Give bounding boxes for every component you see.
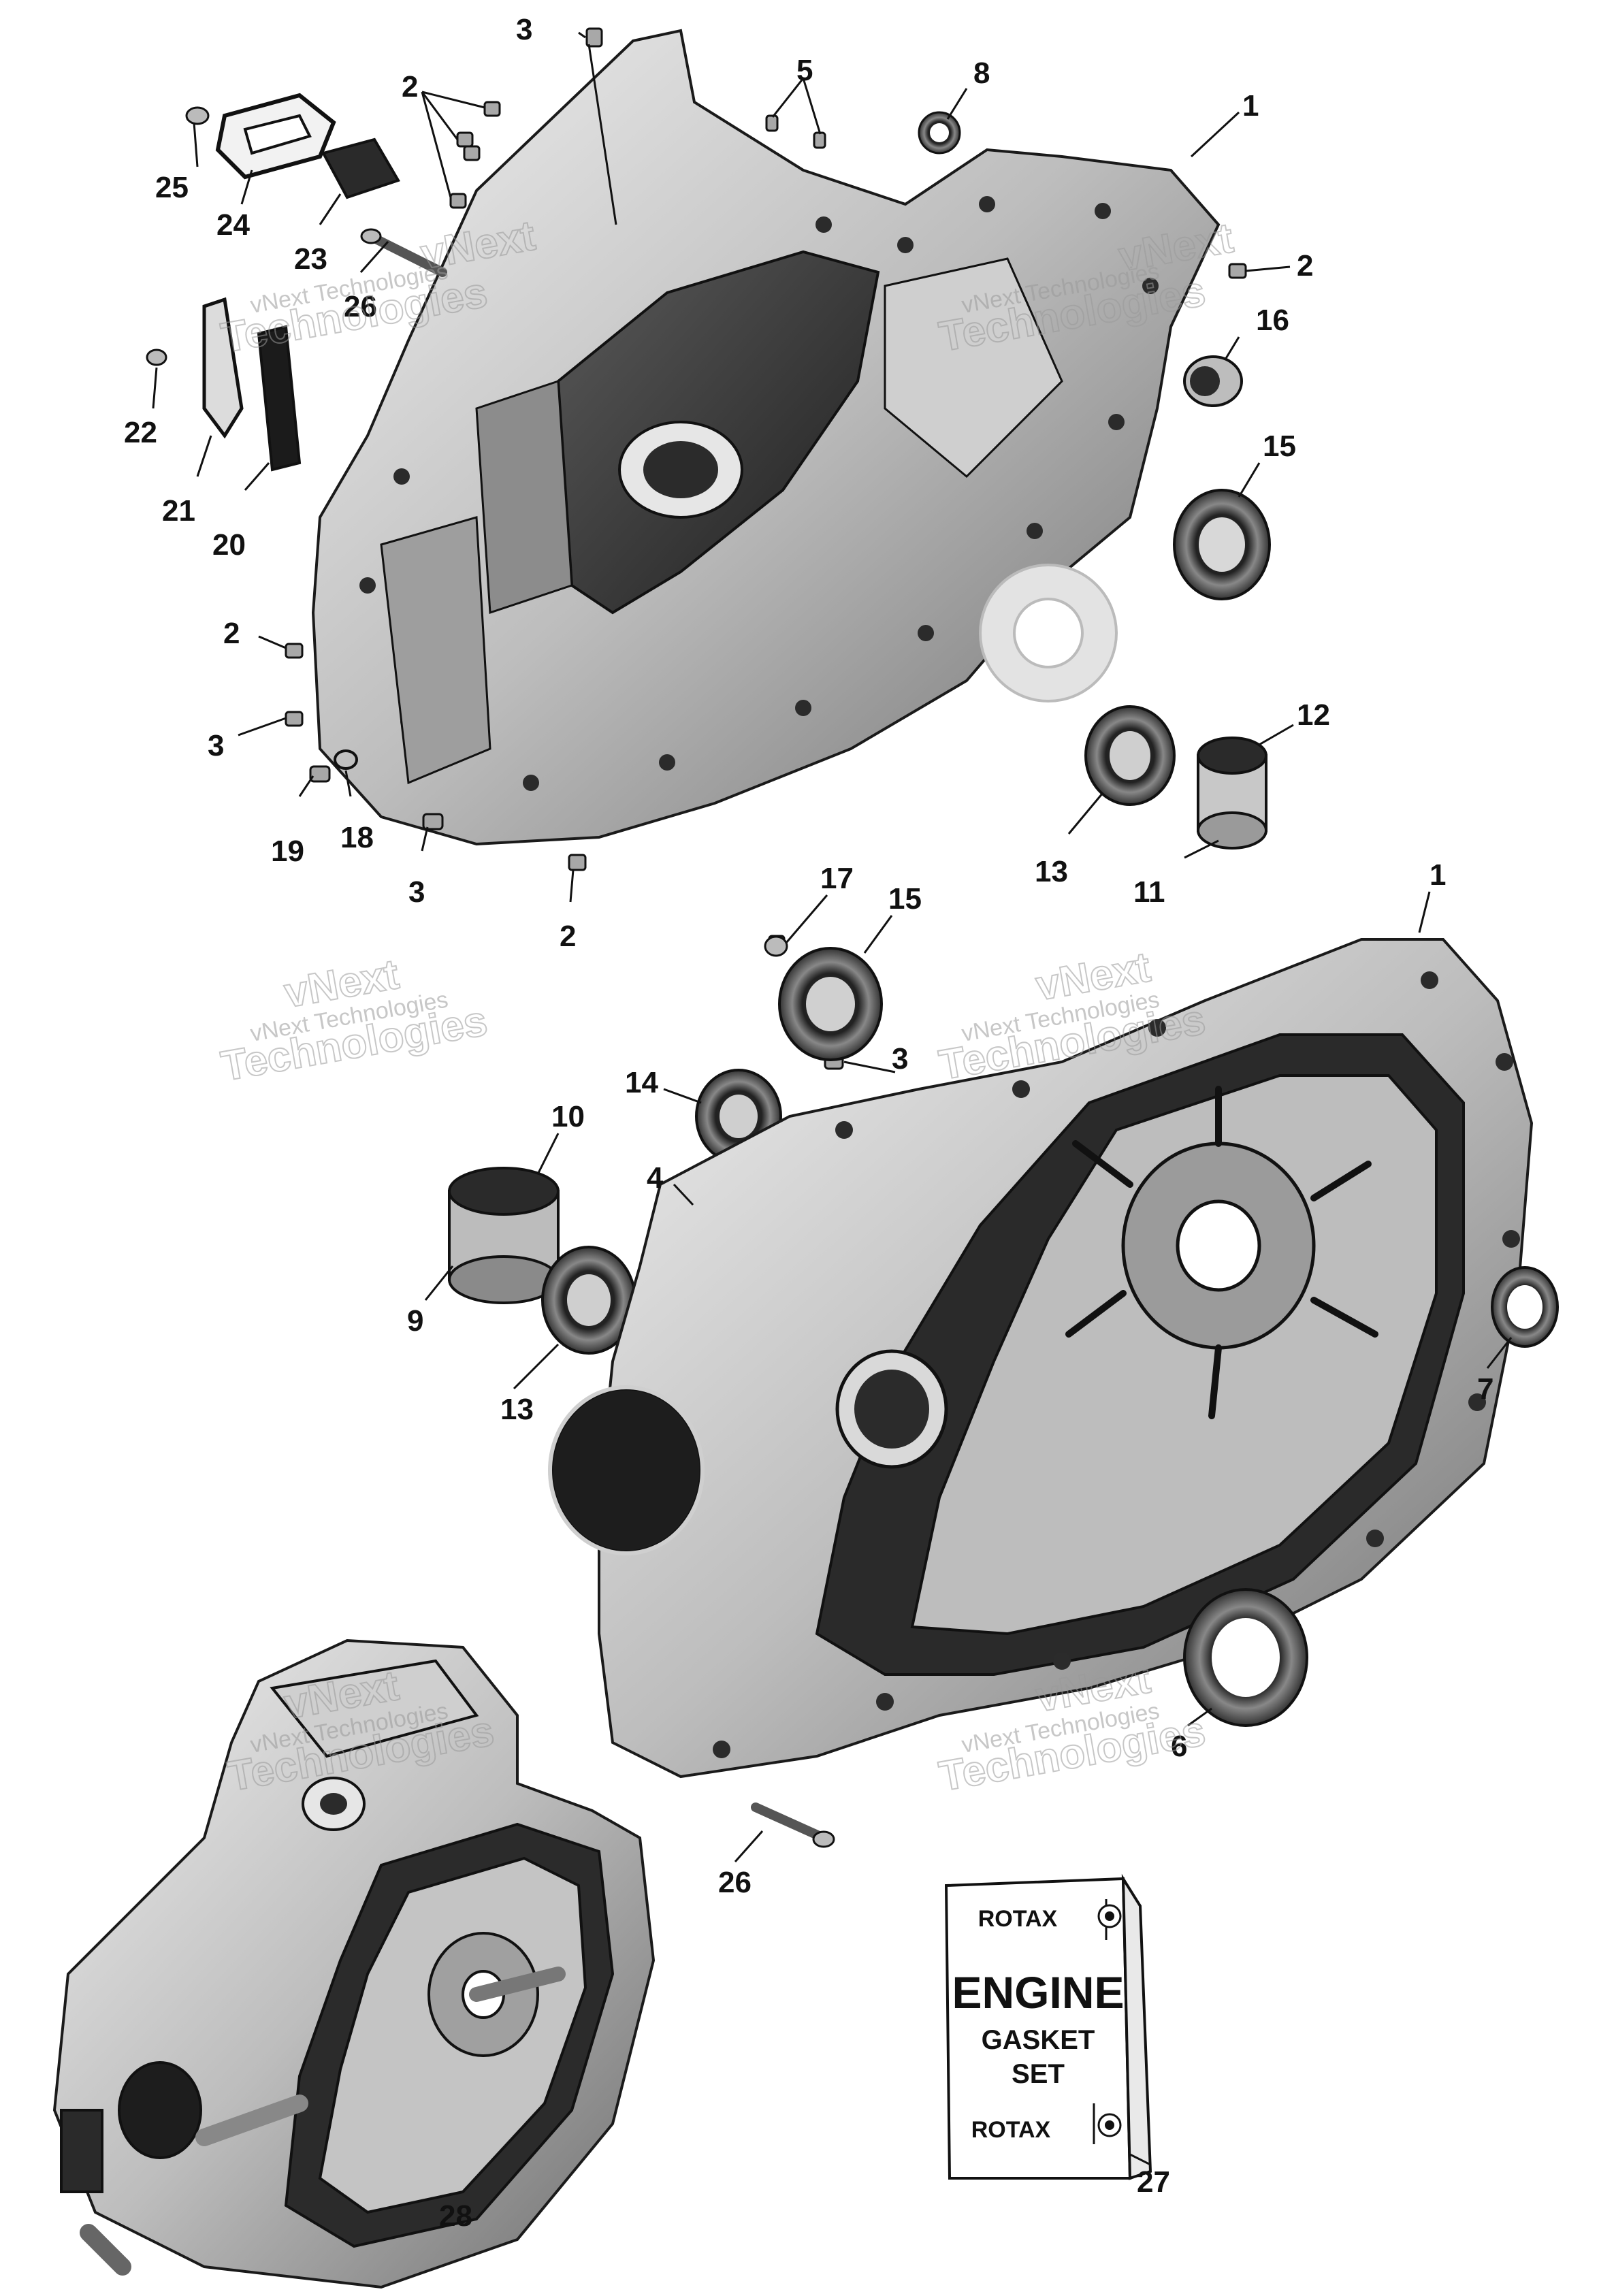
callout-18: 18 [340,821,374,854]
callout-5: 5 [796,54,813,87]
seal-8 [918,111,961,155]
ring-9-10 [448,1167,560,1304]
callout-20: 20 [212,528,246,562]
callout-numbers: 3 2 5 8 1 2 16 15 12 11 13 25 24 23 26 2… [124,13,1493,2233]
cover-23 [321,138,400,199]
callout-26: 26 [718,1866,752,1899]
gasket-24 [215,93,336,180]
callout-15: 15 [1263,430,1296,463]
callout-16: 16 [1256,304,1289,337]
bearing-13-top [1084,705,1176,806]
upper-crankcase-half [311,29,1221,846]
callout-7: 7 [1477,1372,1493,1406]
leader-lines [152,31,1513,2166]
ghost-bearing [979,564,1118,702]
callout-13: 13 [1035,855,1068,888]
callout-8: 8 [973,56,990,90]
callout-2: 2 [402,70,418,103]
screw-17 [764,935,788,957]
screw-25 [185,106,210,125]
bracket-21 [202,297,244,439]
gasket-kit-bag: ROTAX ENGINE GASKET SET ROTAX [944,1873,1152,2180]
bearing-15-mid [778,947,883,1061]
seal-7 [1491,1266,1559,1348]
callout-3: 3 [892,1042,908,1076]
callout-24: 24 [216,208,250,242]
kit-line-2: GASKET [982,2025,1095,2055]
kit-line-3: SET [1012,2059,1065,2089]
ring-11-12 [1197,737,1267,850]
gasket-20 [257,325,302,472]
rotax-brand-top: ROTAX [978,1906,1058,1932]
callout-2: 2 [560,920,576,953]
screw-26-bottom [751,1802,835,1848]
callout-19: 19 [271,835,304,868]
callout-2: 2 [1297,249,1313,282]
callout-22: 22 [124,416,157,449]
oring-18 [334,749,358,770]
lower-crankcase-half [548,938,1534,1779]
kit-title: ENGINE [952,1967,1124,2018]
bearing-13-mid [541,1246,636,1355]
callout-4: 4 [647,1161,664,1195]
screw-22 [146,349,167,366]
callout-2: 2 [223,617,240,650]
callout-1: 1 [1242,89,1259,123]
screw-26-top [360,228,447,277]
callout-17: 17 [820,862,854,895]
callout-25: 25 [155,171,189,204]
callout-11: 11 [1133,875,1165,909]
engine-assembly [52,1638,656,2289]
rotax-brand-bottom: ROTAX [971,2117,1051,2143]
callout-1: 1 [1430,858,1446,892]
callout-26: 26 [344,290,377,323]
callout-6: 6 [1171,1730,1187,1763]
callout-23: 23 [294,242,327,276]
callout-28: 28 [439,2199,472,2233]
callout-15: 15 [888,882,922,916]
bearing-15-top [1173,489,1271,600]
callout-21: 21 [162,494,195,528]
callout-27: 27 [1137,2165,1170,2199]
callout-9: 9 [407,1304,423,1338]
callout-10: 10 [551,1100,585,1133]
callout-13: 13 [500,1393,534,1426]
bushing-16 [1183,355,1243,407]
callout-14: 14 [625,1066,658,1099]
callout-12: 12 [1297,698,1330,732]
seal-6 [1183,1588,1308,1727]
callout-3: 3 [208,729,224,762]
callout-3: 3 [408,875,425,909]
callout-3: 3 [516,13,532,46]
